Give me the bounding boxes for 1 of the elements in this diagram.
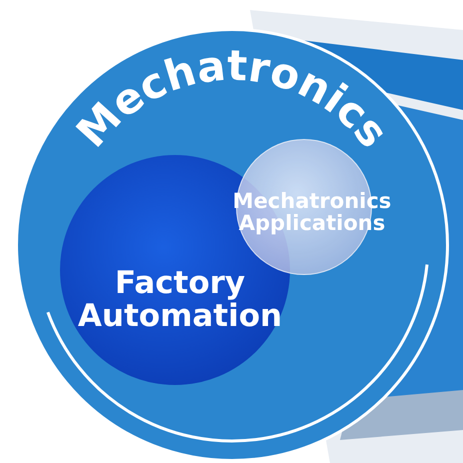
circle-label: Factory Automation xyxy=(76,267,284,332)
